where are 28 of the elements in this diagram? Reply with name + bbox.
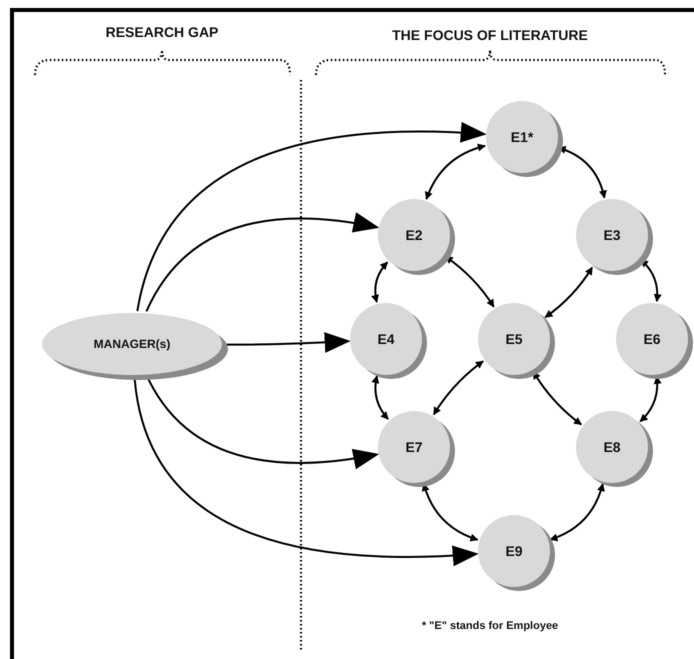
arrow [444,256,495,308]
employee-circle [378,199,450,271]
arrow [640,259,662,302]
employee-circle [478,303,550,375]
section-heading: RESEARCH GAP [106,24,218,40]
arrow [371,262,388,303]
arrow [544,266,594,318]
node-label: E4 [377,331,395,347]
node-label: MANAGER(s) [94,337,170,351]
employee-circle [576,411,648,483]
arrow [372,375,389,420]
section-heading: THE FOCUS OF LITERATURE [392,27,588,43]
node-label: E5 [505,331,523,347]
arrow [136,122,487,312]
arrow [532,371,582,426]
employee-circle [378,411,450,483]
node-label: E3 [603,227,621,243]
node-label: E2 [405,227,423,243]
node-label: E8 [603,439,621,455]
arrow [432,360,484,416]
arrow [425,144,486,200]
node-label: E1* [510,129,534,145]
footnote: * "E" stands for Employee [422,620,558,632]
node-label: E6 [643,331,661,347]
node-label: E7 [405,439,423,455]
arrow [146,212,380,312]
node-label: E9 [505,543,523,559]
arrow [550,483,605,541]
